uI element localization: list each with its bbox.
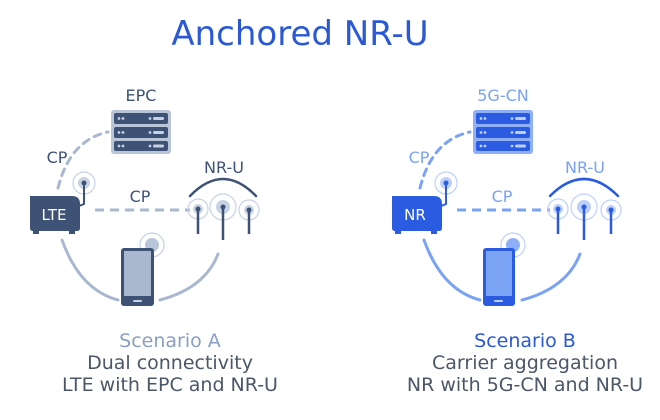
scenario-a-caption: Scenario A Dual connectivity LTE with EP… <box>20 330 320 396</box>
scenario-a-line1: Dual connectivity <box>87 352 253 374</box>
scenario-b-line1: Carrier aggregation <box>432 352 618 374</box>
anchor-label-b: NR <box>404 206 426 224</box>
epc-server-icon <box>111 110 171 154</box>
unlicensed-label-a: NR-U <box>204 158 244 177</box>
nru-antenna-group-a <box>187 177 260 240</box>
core-label-b: 5G-CN <box>477 86 529 105</box>
lte-base-station-icon <box>30 171 96 234</box>
page-title: Anchored NR-U <box>171 14 429 54</box>
scenario-a-title: Scenario A <box>119 330 221 352</box>
cp-link-core-a <box>56 130 110 190</box>
scenario-b-title: Scenario B <box>474 330 576 352</box>
scenario-b-line2: NR with 5G-CN and NR-U <box>406 374 644 396</box>
coverage-arc-a-left <box>60 238 120 302</box>
nr-base-station-icon <box>392 171 458 234</box>
5g-cn-server-icon <box>473 110 533 154</box>
anchor-label-a: LTE <box>42 206 67 224</box>
cp-label-a-2: CP <box>130 187 151 206</box>
scenario-b-caption: Scenario B Carrier aggregation NR with 5… <box>375 330 660 396</box>
scenario-a-diagram: EPC CP CP LTE NR-U <box>30 86 260 306</box>
phone-icon-b <box>483 232 526 306</box>
scenario-b-diagram: 5G-CN CP CP NR NR-U <box>392 86 622 306</box>
cp-link-core-b <box>418 130 472 190</box>
cp-label-a-1: CP <box>47 148 68 167</box>
cp-label-b-1: CP <box>409 148 430 167</box>
phone-icon-a <box>121 232 165 306</box>
unlicensed-label-b: NR-U <box>565 158 605 177</box>
core-label-a: EPC <box>126 86 157 105</box>
scenario-a-line2: LTE with EPC and NR-U <box>62 374 278 396</box>
nru-antenna-group-b <box>547 177 622 240</box>
coverage-arc-b-right <box>520 252 582 302</box>
coverage-arc-b-left <box>422 238 482 302</box>
cp-label-b-2: CP <box>492 187 513 206</box>
coverage-arc-a-right <box>158 252 220 302</box>
